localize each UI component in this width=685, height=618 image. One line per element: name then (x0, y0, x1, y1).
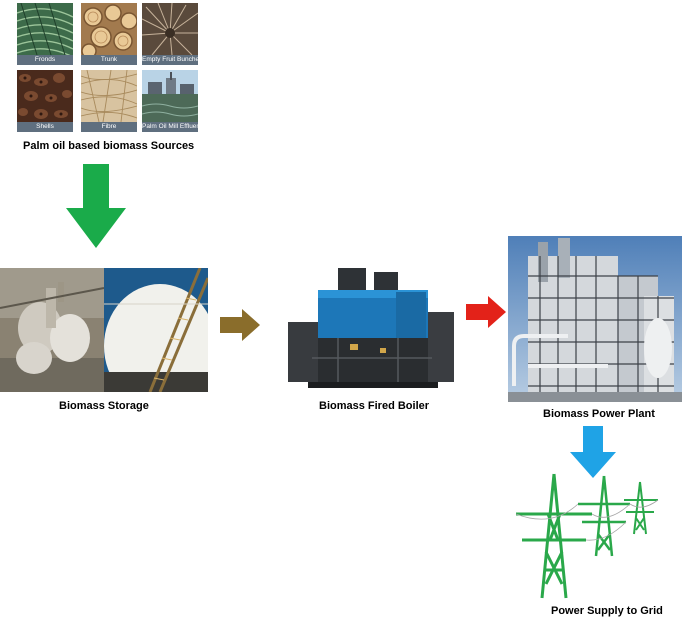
power-supply-to-grid-label: Power Supply to Grid (551, 605, 663, 617)
biomass-storage-label: Biomass Storage (59, 400, 149, 412)
biomass-sources-label: Palm oil based biomass Sources (23, 140, 195, 152)
arrow-down-green-icon (66, 164, 126, 248)
biomass-power-plant-image (508, 236, 682, 402)
empty-fruit-bunches-tile: Empty Fruit Bunches (142, 3, 198, 65)
fronds-caption: Fronds (17, 55, 73, 65)
palm-oil-mill-effluent-caption: Palm Oil Mill Effluent (142, 122, 198, 132)
arrow-down-blue-icon (570, 426, 616, 478)
shells-icon (17, 70, 73, 132)
fronds-tile: Fronds (17, 3, 73, 65)
empty-fruit-bunches-caption: Empty Fruit Bunches (142, 55, 198, 65)
arrow-right-brown-icon (220, 309, 260, 341)
arrow-right-red-icon (466, 296, 506, 328)
biomass-power-plant-label: Biomass Power Plant (543, 408, 655, 420)
power-pylons-icon (515, 473, 659, 599)
fibre-tile: Fibre (81, 70, 137, 132)
fibre-icon (81, 70, 137, 132)
biomass-storage-image (0, 268, 208, 392)
palm-oil-mill-effluent-tile: Palm Oil Mill Effluent (142, 70, 198, 132)
empty-fruit-bunches-icon (142, 3, 198, 65)
trunk-tile: Trunk (81, 3, 137, 65)
biomass-fired-boiler-image (278, 262, 464, 392)
biomass-fired-boiler-label: Biomass Fired Boiler (319, 400, 430, 412)
palm-oil-mill-effluent-icon (142, 70, 198, 122)
trunk-icon (81, 3, 137, 65)
shells-caption: Shells (17, 122, 73, 132)
shells-tile: Shells (17, 70, 73, 132)
fibre-caption: Fibre (81, 122, 137, 132)
fronds-icon (17, 3, 73, 65)
trunk-caption: Trunk (81, 55, 137, 65)
